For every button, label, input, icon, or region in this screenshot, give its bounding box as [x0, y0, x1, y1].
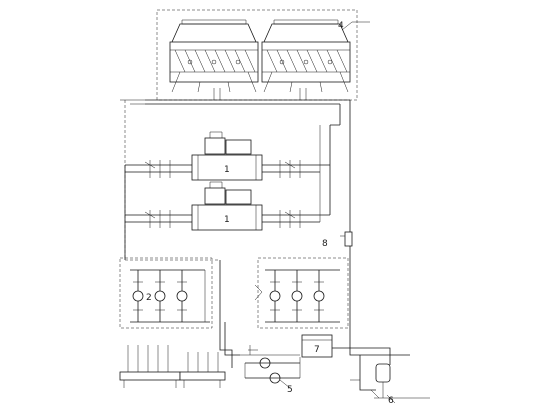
svg-text:2: 2 [146, 293, 152, 303]
cooling-tower-tag: 4 [338, 21, 344, 31]
water-treatment-unit: 7 [301, 334, 333, 358]
makeup-water-pumps: 5 [244, 357, 301, 395]
supply-header [119, 345, 181, 388]
expansion-tank: 6 [370, 363, 430, 406]
expansion-pipe [350, 355, 376, 391]
svg-text:6: 6 [388, 396, 394, 406]
cooling-tower-right [261, 19, 351, 93]
chilled-pump-group: 2 [130, 269, 210, 323]
chiller-piping [124, 124, 351, 260]
svg-text:7: 7 [314, 345, 320, 355]
svg-text:5: 5 [287, 385, 293, 395]
svg-text:1: 1 [224, 165, 230, 175]
cooling-water-header [120, 88, 351, 125]
chiller-1: 1 [191, 131, 263, 181]
cooling-tower-left [169, 19, 259, 93]
chiller-2: 1 [191, 181, 263, 231]
svg-text:8: 8 [322, 239, 328, 249]
cooling-pump-side-pipe [254, 284, 263, 301]
chilled-pump-group-frame [119, 257, 213, 329]
water-filter: 8 [322, 231, 353, 249]
cooling-pump-group [265, 269, 340, 323]
cooling-tower-tag-leader [341, 21, 370, 31]
svg-text:1: 1 [224, 215, 230, 225]
cooling-pump-group-frame [257, 257, 349, 329]
left-dashed-riser [124, 100, 220, 261]
return-header [179, 352, 226, 388]
makeup-pipe-run [248, 345, 391, 365]
